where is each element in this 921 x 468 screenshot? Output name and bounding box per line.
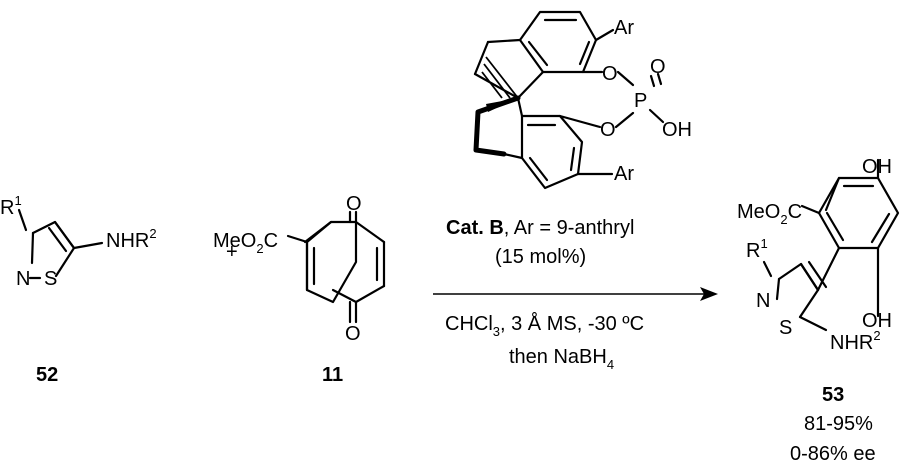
hydroxyl-top-label: OH [862,156,892,178]
sulfur-label: S [44,268,57,290]
oxygen-bottom-label: O [345,323,361,345]
oxygen-2-label: O [600,119,616,141]
reaction-arrow [433,287,718,301]
product-r1-label: R1 [746,236,768,262]
ee-range: 0-86% ee [790,443,876,465]
product-nhr2-label: NHR2 [830,328,881,354]
ester-group-label: MeO2C [213,230,278,256]
hydroxyl-bottom-label: OH [862,310,892,332]
conditions-line-2: then NaBH4 [509,346,614,372]
oxygen-double-label: O [650,56,666,78]
phosphorus-label: P [634,90,647,112]
nitrogen-label: N [16,268,30,290]
product-53-structure [762,158,900,332]
catalyst-loading: (15 mol%) [495,246,586,268]
hydroxyl-label: OH [662,119,692,141]
compound-52-label: 52 [36,364,58,386]
catalyst-description: Cat. B, Ar = 9-anthryl [446,217,634,239]
product-nitrogen-label: N [756,290,770,312]
reactant-52-structure [17,208,104,278]
nhr2-label: NHR2 [106,226,157,252]
oxygen-1-label: O [602,63,618,85]
catalyst-b-structure [473,10,665,190]
product-sulfur-label: S [779,317,792,339]
oxygen-top-label: O [346,193,362,215]
compound-11-label: 11 [322,364,343,386]
r1-label: R1 [0,193,22,219]
aryl-bottom-label: Ar [614,163,634,185]
product-ester-label: MeO2C [737,201,802,227]
yield-range: 81-95% [804,413,873,435]
aryl-top-label: Ar [614,17,634,39]
conditions-line-1: CHCl3, 3 Å MS, -30 ºC [445,312,644,339]
reactant-11-structure [286,210,386,324]
compound-53-label: 53 [822,384,844,406]
plus-sign: + [226,241,238,263]
